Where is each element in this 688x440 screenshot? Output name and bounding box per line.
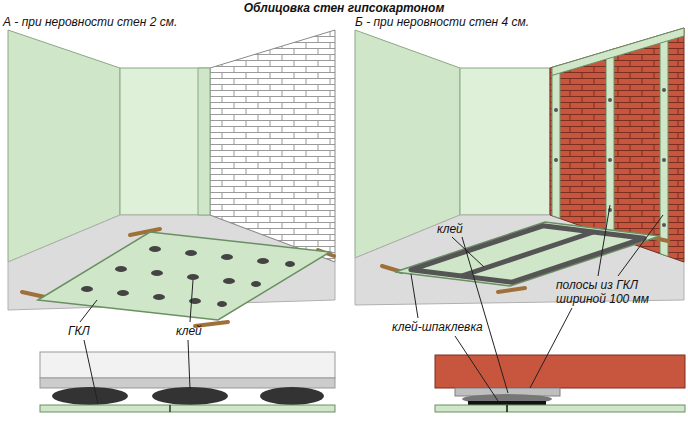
section-a: [40, 352, 335, 412]
part-label: ГКЛ: [68, 324, 90, 338]
diagram-title: Облицовка стен гипсокартоном: [0, 1, 688, 15]
section-b: [435, 355, 685, 412]
part-label: клей: [176, 324, 202, 338]
panel-heading: Б - при неровности стен 4 см.: [355, 15, 529, 29]
leader-lines: [80, 205, 663, 404]
part-label: клей-шпаклевка: [392, 320, 483, 334]
battens-a: [22, 229, 334, 326]
board-b: [395, 222, 660, 286]
room-b: [355, 28, 684, 305]
part-label: клей: [437, 222, 463, 236]
board-a: [38, 232, 330, 320]
part-label: полосы из ГКЛ шириной 100 мм: [556, 278, 652, 306]
panel-heading: А - при неровности стен 2 см.: [3, 15, 177, 29]
